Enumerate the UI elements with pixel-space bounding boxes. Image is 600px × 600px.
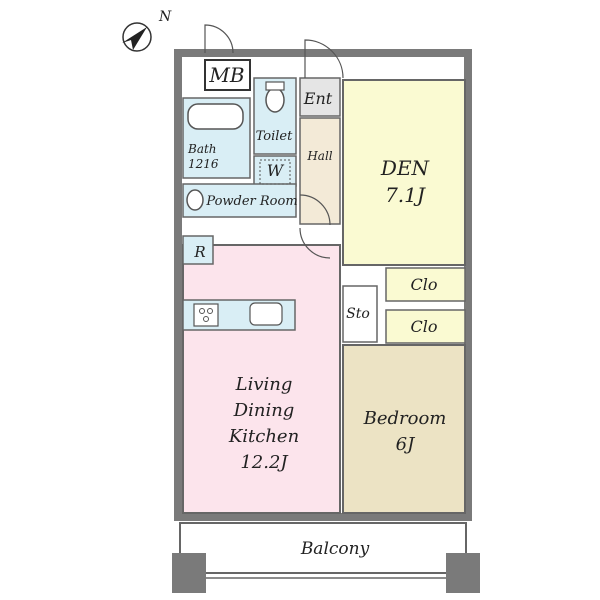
hall-label: Hall — [306, 149, 332, 163]
ldk-label-line3: Kitchen — [228, 426, 299, 447]
hall-door-swing — [299, 194, 331, 226]
powder-room-label: Powder Room — [205, 194, 297, 209]
washer-label: W — [267, 161, 285, 180]
closet-upper-label: Clo — [411, 275, 438, 294]
bath-size: 1216 — [188, 157, 219, 171]
compass: N — [122, 9, 172, 52]
ldk-size: 12.2J — [240, 452, 289, 473]
balcony-label: Balcony — [300, 539, 370, 559]
toilet-label: Toilet — [256, 129, 293, 144]
burner-icon — [203, 316, 209, 322]
closet-lower-label: Clo — [411, 317, 438, 336]
closet-lower — [385, 309, 466, 344]
compass-arrow-icon — [122, 27, 147, 50]
ldk-room — [182, 244, 341, 514]
sink-icon — [186, 189, 204, 211]
bedroom-room — [342, 344, 466, 514]
refrigerator-space — [182, 235, 214, 265]
compass-ring — [122, 22, 152, 52]
bathtub-icon — [187, 103, 244, 130]
den-size: 7.1J — [385, 183, 426, 207]
balcony-pillar-left — [172, 553, 206, 593]
burner-icon — [207, 308, 213, 314]
mb-label: MB — [208, 63, 244, 87]
mb-box — [204, 59, 251, 91]
stove-icon — [193, 303, 219, 327]
kitchen-sink-icon — [249, 302, 283, 326]
balcony-area — [179, 522, 467, 574]
bath-label: Bath — [187, 142, 217, 156]
bedroom-label: Bedroom — [363, 408, 447, 429]
ldk-door-swing — [299, 227, 331, 259]
entrance-label: Ent — [303, 89, 333, 108]
closet-upper — [385, 267, 466, 302]
toilet-bowl-icon — [265, 87, 285, 113]
toilet-tank-icon — [265, 81, 285, 91]
den-room — [342, 79, 466, 266]
refrigerator-label: R — [193, 243, 205, 261]
burner-icon — [199, 308, 205, 314]
hall-area — [299, 117, 341, 225]
washer-pan-icon — [259, 159, 291, 185]
entrance-area — [299, 77, 341, 117]
balcony-pillar-right — [446, 553, 480, 593]
entrance-door-swing — [304, 39, 344, 79]
storage-label: Sto — [346, 306, 370, 322]
ldk-label-line2: Dining — [233, 400, 295, 421]
den-label: DEN — [380, 156, 431, 180]
storage-room — [342, 285, 378, 343]
front-door-swing — [204, 24, 234, 54]
compass-north-label: N — [158, 9, 172, 25]
ldk-label-line1: Living — [235, 374, 293, 395]
bedroom-size: 6J — [396, 434, 416, 455]
